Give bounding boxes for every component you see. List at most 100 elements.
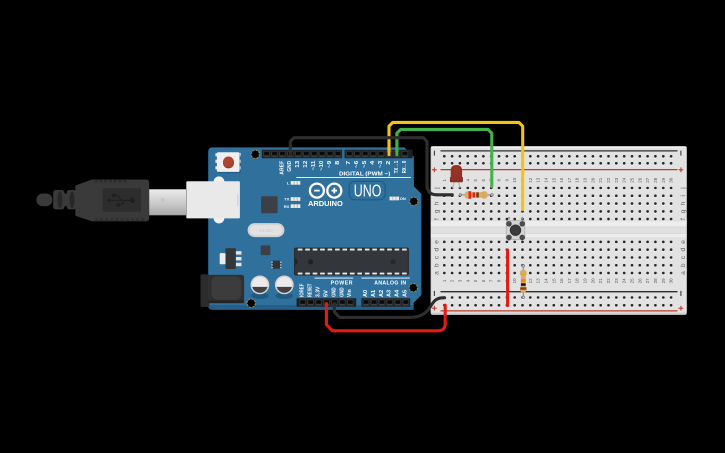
svg-text:10: 10 xyxy=(512,278,517,284)
svg-text:c: c xyxy=(680,255,687,259)
svg-text:14: 14 xyxy=(544,278,549,284)
svg-text:15: 15 xyxy=(551,177,556,183)
svg-text:5: 5 xyxy=(473,179,478,182)
svg-text:20: 20 xyxy=(590,177,595,183)
svg-text:~3: ~3 xyxy=(378,161,384,168)
svg-text:g: g xyxy=(433,209,440,213)
svg-text:12: 12 xyxy=(528,177,533,183)
svg-text:~5: ~5 xyxy=(362,161,368,168)
svg-text:b: b xyxy=(433,263,440,267)
svg-text:a: a xyxy=(433,271,440,275)
svg-text:13: 13 xyxy=(536,177,541,183)
svg-text:7: 7 xyxy=(346,161,352,165)
svg-text:IOREF: IOREF xyxy=(300,283,306,297)
svg-text:30: 30 xyxy=(669,177,674,183)
svg-text:h: h xyxy=(433,201,440,205)
svg-text:25: 25 xyxy=(630,177,635,183)
svg-text:10: 10 xyxy=(512,177,517,183)
svg-text:UNO: UNO xyxy=(354,181,382,201)
svg-text:23: 23 xyxy=(614,278,619,284)
svg-text:30: 30 xyxy=(669,278,674,284)
svg-text:A5: A5 xyxy=(403,290,409,297)
svg-text:b: b xyxy=(680,263,687,267)
svg-text:e: e xyxy=(680,240,687,244)
svg-text:4: 4 xyxy=(465,179,470,182)
svg-text:j: j xyxy=(680,187,687,190)
svg-text:RX←0: RX←0 xyxy=(402,161,408,174)
svg-text:29: 29 xyxy=(661,177,666,183)
svg-text:17: 17 xyxy=(567,278,572,284)
svg-text:29: 29 xyxy=(661,278,666,284)
svg-text:~9: ~9 xyxy=(327,161,333,168)
svg-text:14: 14 xyxy=(544,177,549,183)
svg-text:~10: ~10 xyxy=(319,161,325,171)
svg-text:6: 6 xyxy=(481,179,486,182)
svg-text:d: d xyxy=(680,248,687,252)
svg-text:8: 8 xyxy=(497,179,502,182)
svg-text:3.3V: 3.3V xyxy=(316,286,322,297)
svg-text:h: h xyxy=(680,201,687,205)
svg-text:~11: ~11 xyxy=(311,161,317,171)
svg-text:A1: A1 xyxy=(371,290,377,297)
svg-text:4: 4 xyxy=(370,160,376,165)
svg-text:8: 8 xyxy=(497,279,502,282)
svg-text:2: 2 xyxy=(450,279,455,282)
svg-text:1: 1 xyxy=(442,279,447,282)
svg-text:TX→1: TX→1 xyxy=(394,161,400,174)
svg-text:26: 26 xyxy=(637,177,642,183)
svg-text:12: 12 xyxy=(528,278,533,284)
svg-text:16: 16 xyxy=(559,278,564,284)
svg-text:7: 7 xyxy=(489,279,494,282)
svg-text:~6: ~6 xyxy=(354,161,360,168)
svg-text:16.000: 16.000 xyxy=(259,228,273,233)
svg-text:23: 23 xyxy=(614,177,619,183)
svg-text:RESET: RESET xyxy=(308,283,314,297)
svg-text:13: 13 xyxy=(536,278,541,284)
svg-text:f: f xyxy=(433,218,440,220)
svg-text:f: f xyxy=(680,218,687,220)
svg-text:A3: A3 xyxy=(387,290,393,297)
svg-text:6: 6 xyxy=(481,279,486,282)
svg-text:AREF: AREF xyxy=(279,160,285,174)
svg-text:13: 13 xyxy=(295,161,301,168)
svg-text:DIGITAL (PWM ~): DIGITAL (PWM ~) xyxy=(339,171,390,177)
svg-text:19: 19 xyxy=(583,177,588,183)
svg-text:1: 1 xyxy=(442,179,447,182)
svg-text:18: 18 xyxy=(575,278,580,284)
svg-text:21: 21 xyxy=(598,278,603,284)
svg-text:4: 4 xyxy=(465,279,470,282)
svg-text:27: 27 xyxy=(645,278,650,284)
svg-text:GND: GND xyxy=(339,287,345,297)
svg-text:ON: ON xyxy=(400,196,406,201)
svg-text:16: 16 xyxy=(559,177,564,183)
svg-text:25: 25 xyxy=(630,278,635,284)
svg-text:d: d xyxy=(433,248,440,252)
svg-text:18: 18 xyxy=(575,177,580,183)
svg-text:22: 22 xyxy=(606,177,611,183)
svg-text:28: 28 xyxy=(653,278,658,284)
svg-text:22: 22 xyxy=(606,278,611,284)
svg-text:9: 9 xyxy=(504,179,509,182)
svg-text:2: 2 xyxy=(386,161,392,165)
svg-text:8: 8 xyxy=(335,161,341,165)
svg-text:e: e xyxy=(433,240,440,244)
svg-text:A4: A4 xyxy=(395,290,401,297)
svg-text:A2: A2 xyxy=(379,290,385,297)
svg-text:3: 3 xyxy=(457,279,462,282)
svg-text:12: 12 xyxy=(303,161,309,168)
svg-text:L: L xyxy=(287,181,290,186)
svg-text:ARDUINO: ARDUINO xyxy=(308,201,343,208)
svg-text:15: 15 xyxy=(551,278,556,284)
svg-text:GND: GND xyxy=(331,287,337,297)
svg-text:RX: RX xyxy=(284,204,290,209)
svg-text:19: 19 xyxy=(583,278,588,284)
svg-text:21: 21 xyxy=(598,177,603,183)
svg-text:i: i xyxy=(680,195,687,197)
svg-text:A0: A0 xyxy=(363,290,369,297)
svg-text:5V: 5V xyxy=(323,290,329,297)
svg-text:26: 26 xyxy=(637,278,642,284)
svg-text:24: 24 xyxy=(622,177,627,183)
svg-text:a: a xyxy=(680,271,687,275)
svg-text:20: 20 xyxy=(590,278,595,284)
svg-text:POWER: POWER xyxy=(331,281,353,287)
